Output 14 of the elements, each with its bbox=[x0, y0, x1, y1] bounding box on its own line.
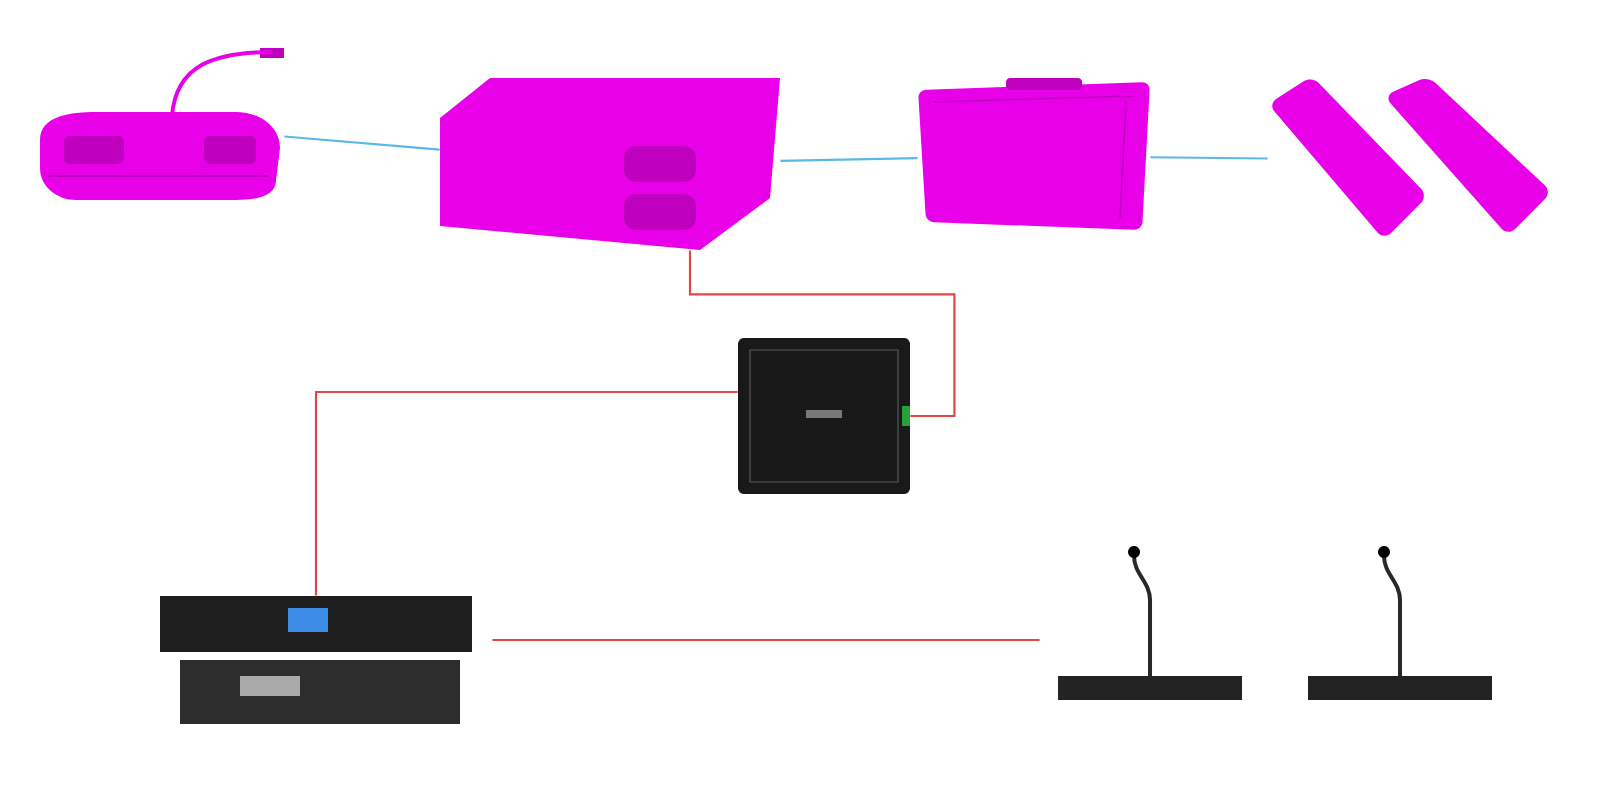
rack-unit-drawing bbox=[160, 596, 472, 724]
microphone-drawing bbox=[1308, 546, 1492, 700]
interface-box-drawing bbox=[738, 338, 910, 494]
cable-line bbox=[688, 250, 956, 418]
recorder-box-drawing bbox=[440, 78, 780, 250]
cable-line bbox=[314, 390, 738, 596]
cable-line bbox=[284, 135, 440, 151]
delegate-unit-drawing bbox=[40, 48, 284, 200]
cable-line bbox=[492, 638, 1040, 642]
receiver-pair-drawing bbox=[1272, 79, 1548, 236]
microphone-drawing bbox=[1058, 546, 1242, 700]
cable-line bbox=[1150, 156, 1268, 160]
tablet-drawing bbox=[918, 78, 1150, 230]
cable-line bbox=[780, 157, 918, 162]
